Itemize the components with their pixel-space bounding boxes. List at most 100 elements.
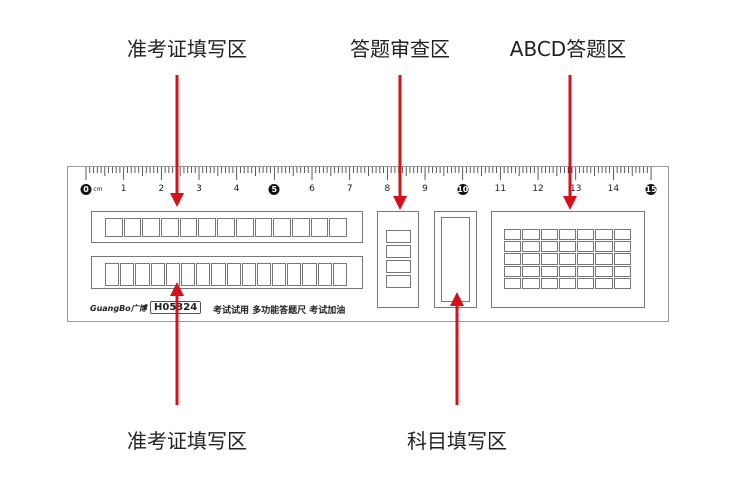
ruler-number: 8	[384, 184, 391, 194]
brand-logo: GuangBo广博	[90, 304, 147, 313]
answer-cell	[613, 277, 631, 289]
arrow-head	[393, 196, 407, 210]
label-review-zone: 答题审查区	[350, 37, 450, 61]
label-bottom-id-zone: 准考证填写区	[127, 429, 247, 453]
label-subject-zone: 科目填写区	[407, 429, 507, 453]
answer-cell	[522, 265, 540, 277]
id-cell	[287, 263, 302, 286]
id-cell	[123, 218, 142, 237]
ruler-number: 13	[569, 184, 582, 194]
answer-cell	[504, 253, 522, 265]
answer-cell	[540, 277, 558, 289]
id-cell	[211, 263, 226, 286]
arrow-head	[170, 282, 184, 296]
label-abcd-zone: ABCD答题区	[509, 37, 627, 61]
id-cell	[235, 218, 254, 237]
answer-cell	[577, 241, 595, 253]
answer-cell	[558, 277, 577, 289]
abcd-box	[491, 211, 645, 308]
id-cell	[179, 218, 198, 237]
answer-cell	[522, 277, 540, 289]
answer-cell	[613, 229, 631, 241]
answer-cell	[504, 277, 522, 289]
ruler-number: 3	[196, 184, 202, 194]
arrow-head	[563, 196, 577, 210]
review-cell	[386, 245, 411, 258]
id-cell	[241, 263, 256, 286]
answer-cell	[504, 265, 522, 277]
ruler-number: 2	[158, 184, 165, 194]
id-cell	[254, 218, 273, 237]
id-row-2-box	[91, 256, 363, 289]
review-box	[377, 211, 419, 308]
ruler-number: 5	[268, 184, 280, 195]
id-cell	[332, 263, 347, 286]
answer-cell	[577, 229, 595, 241]
ruler-number: 12	[532, 184, 544, 194]
answer-cell	[577, 253, 595, 265]
id-cell	[217, 218, 235, 237]
answer-cell	[540, 241, 558, 253]
id-cell	[196, 263, 211, 286]
answer-cell	[540, 253, 558, 265]
id-cell	[291, 218, 310, 237]
id-cell	[165, 263, 180, 286]
answer-cell	[577, 265, 595, 277]
answer-cell	[504, 229, 522, 241]
id-cell	[198, 218, 217, 237]
review-cell	[386, 275, 411, 288]
ruler-number: 0	[80, 184, 92, 195]
id-cell	[142, 218, 161, 237]
answer-cell	[595, 241, 613, 253]
id-cell	[135, 263, 150, 286]
answer-cell	[522, 229, 540, 241]
answer-cell	[613, 253, 631, 265]
answer-cell	[522, 253, 540, 265]
ruler-number: 6	[309, 184, 315, 194]
answer-cell	[595, 229, 613, 241]
ruler-number: 4	[233, 184, 240, 194]
id-cell	[272, 263, 287, 286]
ruler-number: 7	[346, 184, 353, 194]
unit-label: cm	[93, 186, 103, 193]
id-cell	[120, 263, 135, 286]
ruler-number: 1	[120, 184, 127, 194]
id-cell	[105, 263, 120, 286]
answer-cell	[558, 241, 577, 253]
answer-cell	[613, 265, 631, 277]
arrow-head	[450, 292, 464, 306]
id-cell	[150, 263, 165, 286]
ruler-number: 9	[422, 184, 428, 194]
slogan: 考试试用 多功能答题尺 考试加油	[213, 306, 346, 316]
ruler-number: 14	[607, 184, 620, 194]
id-cell	[256, 263, 272, 286]
id-cell	[302, 263, 317, 286]
ruler-number: 15	[645, 184, 657, 195]
id-cell	[310, 218, 329, 237]
review-cell	[386, 260, 411, 273]
review-cell	[386, 230, 411, 243]
answer-cell	[558, 265, 577, 277]
id-cell	[317, 263, 332, 286]
answer-cell	[540, 229, 558, 241]
answer-cell	[558, 253, 577, 265]
answer-cell	[595, 253, 613, 265]
answer-cell	[504, 241, 522, 253]
label-top-id-zone: 准考证填写区	[127, 37, 247, 61]
id-cell	[180, 263, 196, 286]
answer-cell	[613, 241, 631, 253]
id-cell	[105, 218, 123, 237]
id-cell	[329, 218, 347, 237]
id-cell	[273, 218, 291, 237]
answer-cell	[540, 265, 558, 277]
answer-cell	[522, 241, 540, 253]
answer-cell	[558, 229, 577, 241]
id-row-1-box	[91, 211, 363, 243]
arrow-head	[170, 193, 184, 207]
id-cell	[161, 218, 179, 237]
answer-cell	[595, 277, 613, 289]
ruler-number: 10	[457, 184, 469, 195]
ruler-number: 11	[494, 184, 507, 194]
subject-field	[441, 217, 470, 302]
